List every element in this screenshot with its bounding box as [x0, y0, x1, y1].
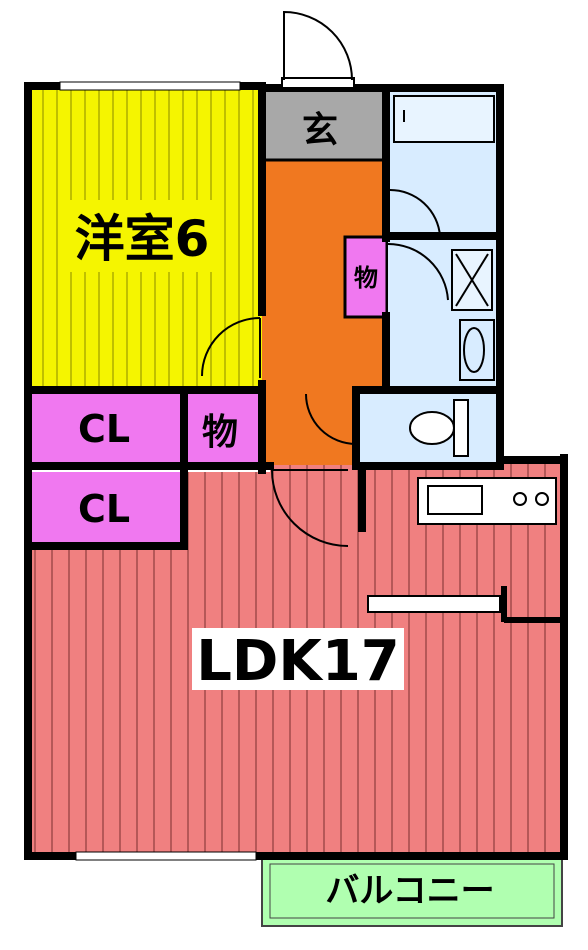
- balcony-label: バルコニー: [325, 871, 494, 911]
- kitchen-partition: [367, 586, 560, 623]
- closet-lower: [30, 472, 182, 544]
- closet-upper-label: CL: [78, 407, 130, 451]
- storage-small-label: 物: [202, 412, 238, 453]
- western-room-label: 洋室6: [75, 210, 210, 268]
- western-room-door: [201, 317, 261, 378]
- bath-door: [389, 188, 441, 237]
- western-room-label-bg: [62, 200, 222, 272]
- washing-machine-icon: [451, 249, 493, 311]
- windows: [59, 81, 257, 861]
- closet-lower-label: CL: [78, 487, 130, 531]
- toilet-door: [305, 393, 357, 445]
- ldk-label: LDK17: [196, 629, 400, 694]
- storage-hall-label: 物: [354, 264, 378, 292]
- balcony-inner: [269, 863, 555, 919]
- closet-upper: [30, 394, 182, 462]
- entrance-door: [281, 10, 355, 89]
- washroom-door: [387, 242, 449, 301]
- storage-small: [186, 394, 258, 462]
- wash-basin-icon: [459, 319, 495, 381]
- kitchen-counter-icon: [417, 477, 557, 525]
- ldk-door: [271, 469, 349, 547]
- toilet-fixture-icon: [409, 399, 469, 457]
- ldk-label-bg: [192, 628, 404, 690]
- storage-hall: [343, 235, 389, 319]
- entrance: [262, 92, 384, 160]
- bathtub-icon: [393, 95, 495, 143]
- entrance-label: 玄: [302, 110, 338, 151]
